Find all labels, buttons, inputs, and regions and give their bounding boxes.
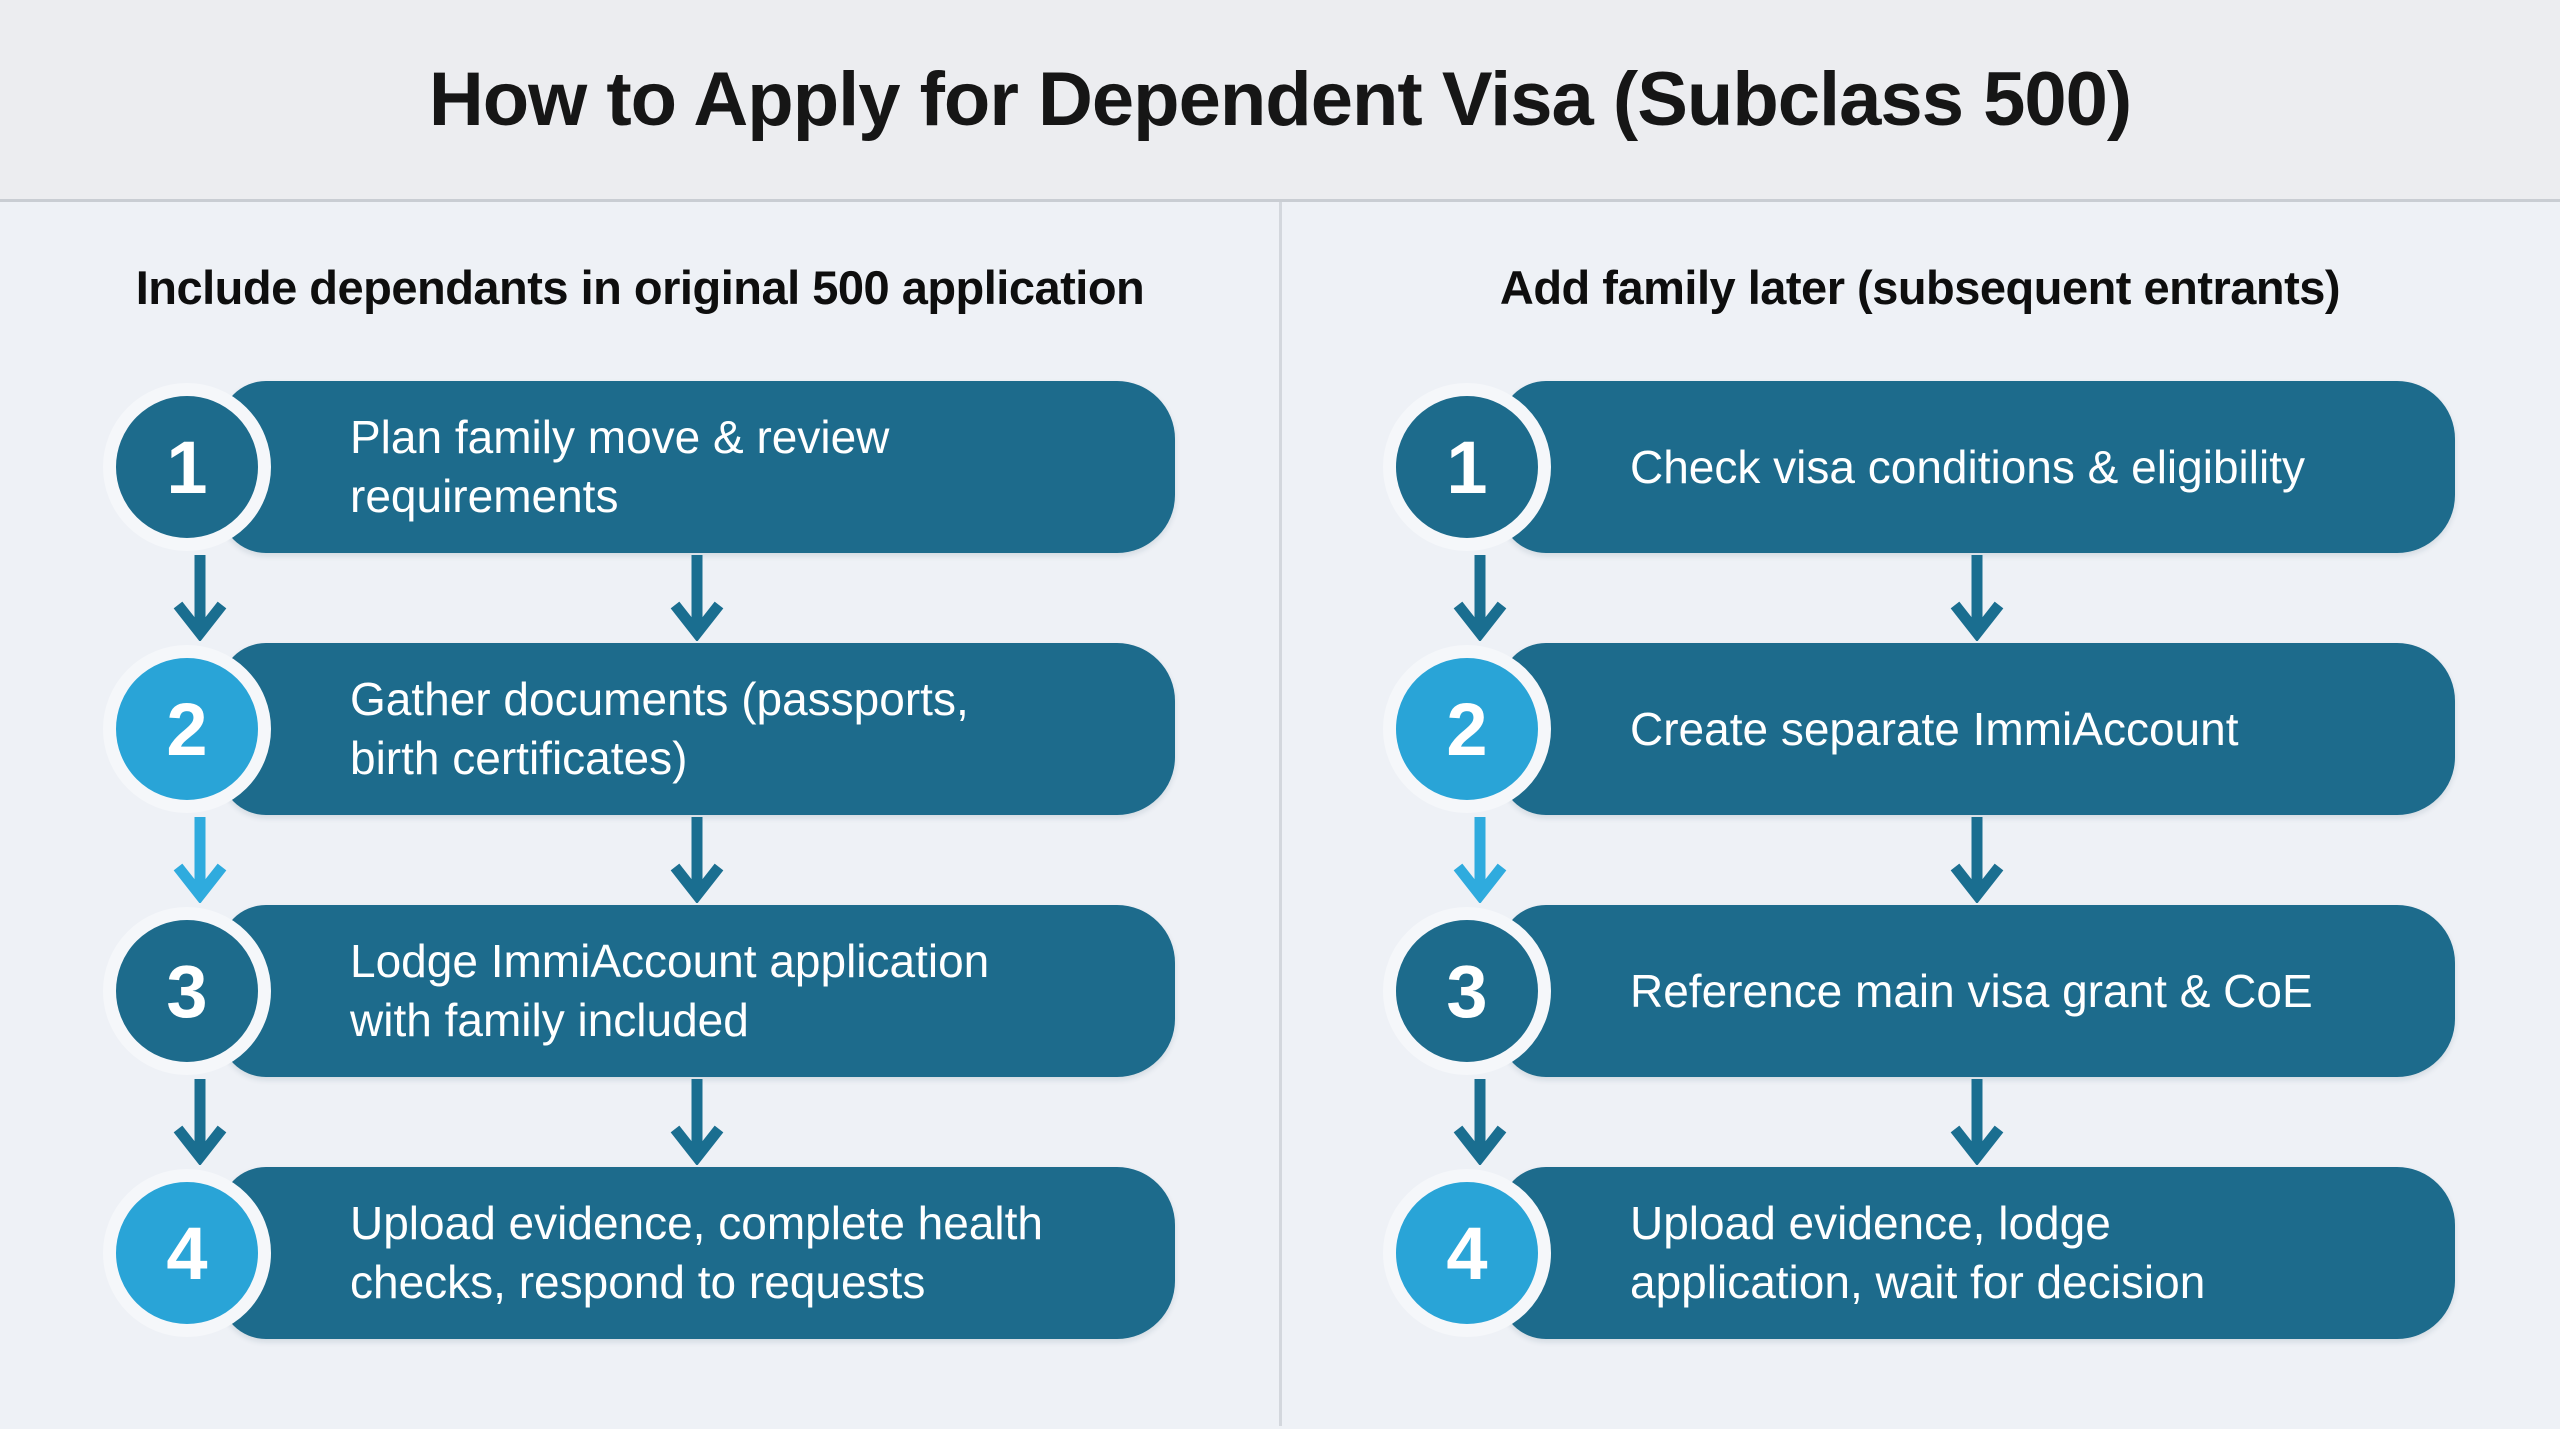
step-bar: Upload evidence, lodge application, wait… xyxy=(1500,1167,2455,1339)
step-number-badge: 3 xyxy=(1383,907,1551,1075)
step-text: Check visa conditions & eligibility xyxy=(1630,440,2305,493)
arrow-gap xyxy=(0,1077,1280,1167)
step-number: 1 xyxy=(166,425,208,509)
down-arrow-icon xyxy=(1449,1079,1511,1165)
step-row: Gather documents (passports, birth certi… xyxy=(0,643,1280,815)
step-bar: Reference main visa grant & CoE xyxy=(1500,905,2455,1077)
step-row: Check visa conditions & eligibility 1 xyxy=(1280,381,2560,553)
column-header: Include dependants in original 500 appli… xyxy=(135,261,1145,314)
step-row: Reference main visa grant & CoE 3 xyxy=(1280,905,2560,1077)
flow-columns: Include dependants in original 500 appli… xyxy=(0,202,2560,1426)
down-arrow-icon xyxy=(169,555,231,641)
down-arrow-icon xyxy=(169,1079,231,1165)
step-number: 3 xyxy=(166,949,208,1033)
step-row: Create separate ImmiAccount 2 xyxy=(1280,643,2560,815)
down-arrow-icon xyxy=(1449,817,1511,903)
arrow-gap xyxy=(1280,553,2560,643)
step-number-badge: 3 xyxy=(103,907,271,1075)
column-divider xyxy=(1279,202,1282,1426)
step-text: Upload evidence, complete health checks,… xyxy=(350,1197,1044,1308)
steps-list: Check visa conditions & eligibility 1 Cr… xyxy=(1280,381,2560,1339)
step-bar: Check visa conditions & eligibility xyxy=(1500,381,2455,553)
down-arrow-icon xyxy=(666,817,728,903)
step-text: Upload evidence, lodge application, wait… xyxy=(1630,1197,2206,1308)
down-arrow-icon xyxy=(666,1079,728,1165)
column-include-dependants: Include dependants in original 500 appli… xyxy=(0,202,1280,1426)
step-text: Lodge ImmiAccount application with famil… xyxy=(350,935,990,1046)
step-row: Upload evidence, lodge application, wait… xyxy=(1280,1167,2560,1339)
step-row: Upload evidence, complete health checks,… xyxy=(0,1167,1280,1339)
down-arrow-icon xyxy=(1946,817,2008,903)
arrow-gap xyxy=(1280,1077,2560,1167)
step-text: Gather documents (passports, birth certi… xyxy=(350,673,969,784)
step-number-badge: 4 xyxy=(103,1169,271,1337)
step-bar: Create separate ImmiAccount xyxy=(1500,643,2455,815)
step-number: 4 xyxy=(1446,1211,1488,1295)
step-number: 2 xyxy=(166,687,208,771)
down-arrow-icon xyxy=(1449,555,1511,641)
step-number-badge: 2 xyxy=(103,645,271,813)
column-add-family-later: Add family later (subsequent entrants) C… xyxy=(1280,202,2560,1426)
step-text: Reference main visa grant & CoE xyxy=(1630,964,2313,1017)
step-row: Plan family move & review requirements 1 xyxy=(0,381,1280,553)
column-header: Add family later (subsequent entrants) xyxy=(1499,261,2341,314)
down-arrow-icon xyxy=(666,555,728,641)
step-text: Plan family move & review requirements xyxy=(350,411,890,522)
step-number: 4 xyxy=(166,1211,208,1295)
step-number: 1 xyxy=(1446,425,1488,509)
step-row: Lodge ImmiAccount application with famil… xyxy=(0,905,1280,1077)
step-number-badge: 2 xyxy=(1383,645,1551,813)
step-bar: Upload evidence, complete health checks,… xyxy=(220,1167,1175,1339)
arrow-gap xyxy=(0,815,1280,905)
title-bar: How to Apply for Dependent Visa (Subclas… xyxy=(0,0,2560,202)
arrow-gap xyxy=(0,553,1280,643)
step-number: 3 xyxy=(1446,949,1488,1033)
steps-list: Plan family move & review requirements 1… xyxy=(0,381,1280,1339)
step-number-badge: 4 xyxy=(1383,1169,1551,1337)
step-bar: Plan family move & review requirements xyxy=(220,381,1175,553)
step-bar: Lodge ImmiAccount application with famil… xyxy=(220,905,1175,1077)
down-arrow-icon xyxy=(1946,555,2008,641)
page-title: How to Apply for Dependent Visa (Subclas… xyxy=(428,57,2132,142)
arrow-gap xyxy=(1280,815,2560,905)
down-arrow-icon xyxy=(169,817,231,903)
step-text: Create separate ImmiAccount xyxy=(1630,702,2239,755)
step-number-badge: 1 xyxy=(1383,383,1551,551)
step-bar: Gather documents (passports, birth certi… xyxy=(220,643,1175,815)
down-arrow-icon xyxy=(1946,1079,2008,1165)
step-number: 2 xyxy=(1446,687,1488,771)
step-number-badge: 1 xyxy=(103,383,271,551)
